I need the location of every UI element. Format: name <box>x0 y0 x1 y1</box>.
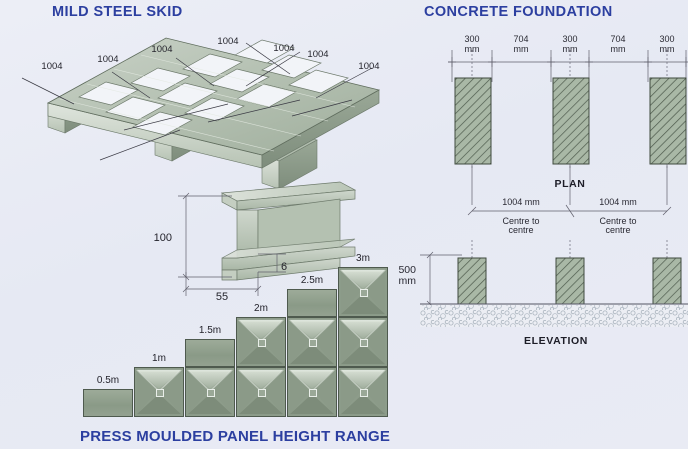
i-beam-dimension-labels: 100 55 6 <box>154 232 287 303</box>
skid-rib-highlights <box>59 54 356 152</box>
foundation-centre-dimensions: 1004 mm 1004 mm Centre to centre Centre … <box>467 197 672 235</box>
i-beam-section-drawing <box>220 181 357 281</box>
panel-x-emboss-icon <box>288 369 336 415</box>
i-beam-dimension-lines <box>178 192 286 296</box>
panel-cell-half <box>83 389 133 417</box>
skid-dimension-leaders <box>21 42 373 161</box>
dim-300-b-unit: mm <box>563 44 578 54</box>
foundation-top-dimension-labels: 300 mm 704 mm 300 mm 704 mm 300 mm <box>464 34 674 54</box>
beam-height-label: 100 <box>154 232 172 244</box>
page-title-press-moulded-panel-height-range: PRESS MOULDED PANEL HEIGHT RANGE <box>80 428 391 445</box>
panel-centre-boss <box>309 389 317 397</box>
panel-cell-full <box>236 317 286 367</box>
dim-300-c-unit: mm <box>660 44 675 54</box>
dim-300-b-value: 300 <box>562 34 577 44</box>
panel-centre-boss <box>156 389 164 397</box>
centre-dim-1: 1004 mm <box>502 197 540 207</box>
skid-dim-2: 1004 <box>97 54 118 65</box>
panel-height-label: 3m <box>356 253 370 264</box>
centre-note-1-line2: centre <box>508 225 533 235</box>
panel-centre-boss <box>360 339 368 347</box>
panel-centre-boss <box>207 389 215 397</box>
panel-centre-boss <box>360 289 368 297</box>
panel-centre-boss <box>360 389 368 397</box>
dim-300-a-unit: mm <box>465 44 480 54</box>
skid-dim-3: 1004 <box>151 44 172 55</box>
skid-dim-7: 1004 <box>358 61 379 72</box>
page-title-mild-steel-skid: MILD STEEL SKID <box>52 4 183 20</box>
skid-dim-1: 1004 <box>41 61 62 72</box>
panel-x-emboss-icon <box>339 319 387 365</box>
dim-300-a-value: 300 <box>464 34 479 44</box>
panel-x-emboss-icon <box>339 269 387 315</box>
panel-height-label: 2m <box>254 303 268 314</box>
centre-note-1-line1: Centre to <box>502 216 539 226</box>
skid-dimension-labels: 1004 1004 1004 1004 1004 1004 1004 <box>41 36 379 72</box>
panel-cell-full <box>338 267 388 317</box>
elevation-view-label: ELEVATION <box>524 335 588 347</box>
panel-centre-boss <box>309 339 317 347</box>
panel-cell-full <box>338 317 388 367</box>
dim-300-c-value: 300 <box>659 34 674 44</box>
panel-height-label: 1.5m <box>198 325 222 336</box>
dim-704-a-value: 704 <box>513 34 528 44</box>
panel-x-emboss-icon <box>186 369 234 415</box>
panel-centre-boss <box>258 339 266 347</box>
skid-dim-6: 1004 <box>307 49 328 60</box>
panel-cell-full <box>185 367 235 417</box>
page-title-concrete-foundation: CONCRETE FOUNDATION <box>424 4 613 20</box>
panel-centre-boss <box>258 389 266 397</box>
panel-cell-full <box>287 367 337 417</box>
skid-dim-4: 1004 <box>217 36 238 47</box>
centre-note-2-line2: centre <box>605 225 630 235</box>
beam-web-label: 6 <box>281 261 287 273</box>
panel-cell-full <box>236 367 286 417</box>
elevation-depth-unit: mm <box>399 275 417 287</box>
panel-height-label: 1m <box>152 353 166 364</box>
panel-cell-half <box>287 289 337 317</box>
skid-deck-slab <box>46 37 381 169</box>
beam-width-label: 55 <box>216 291 228 303</box>
panel-height-label: 2.5m <box>300 275 324 286</box>
panel-x-emboss-icon <box>237 319 285 365</box>
panel-height-label: 0.5m <box>96 375 120 386</box>
dim-704-b-unit: mm <box>611 44 626 54</box>
panel-cell-full <box>338 367 388 417</box>
panel-x-emboss-icon <box>135 369 183 415</box>
skid-grid-cells <box>78 39 349 136</box>
panel-cell-half <box>185 339 235 367</box>
skid-dim-5: 1004 <box>273 43 294 54</box>
panel-x-emboss-icon <box>237 369 285 415</box>
foundation-elevation-drawing: 500 mm <box>398 240 688 327</box>
centre-note-2-line1: Centre to <box>599 216 636 226</box>
foundation-plan-drawing <box>448 50 688 205</box>
plan-view-label: PLAN <box>555 178 586 190</box>
panel-cell-full <box>134 367 184 417</box>
dim-704-a-unit: mm <box>514 44 529 54</box>
panel-x-emboss-icon <box>288 319 336 365</box>
dim-704-b-value: 704 <box>610 34 625 44</box>
elevation-depth-value: 500 <box>398 264 416 276</box>
panel-x-emboss-icon <box>339 369 387 415</box>
centre-dim-2: 1004 mm <box>599 197 637 207</box>
panel-cell-full <box>287 317 337 367</box>
